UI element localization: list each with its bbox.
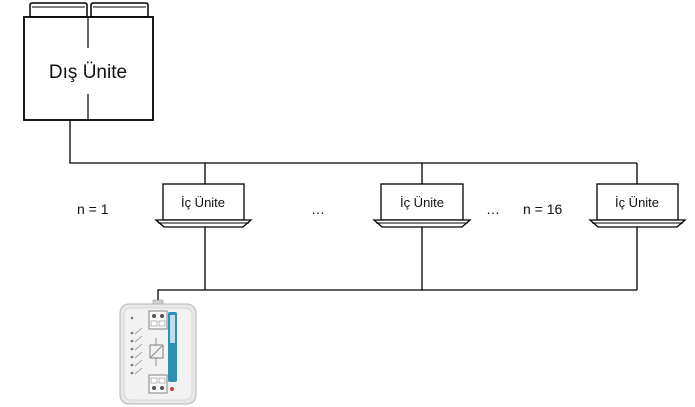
indoor-unit-1: İç Ünite: [154, 183, 253, 228]
indoor-unit-2: İç Ünite: [372, 183, 472, 228]
indoor-unit-label: İç Ünite: [181, 195, 225, 210]
ellipsis-1: …: [311, 201, 325, 217]
outdoor-unit: Dış Ünite: [23, 2, 154, 121]
gateway-controller-icon: [119, 299, 197, 405]
indoor-unit-label: İç Ünite: [400, 195, 444, 210]
count-first-label: n = 1: [77, 201, 109, 217]
connection-lines: [69, 120, 638, 303]
indoor-unit-label: İç Ünite: [615, 195, 659, 210]
outdoor-fan-left: [29, 2, 88, 18]
count-last-label: n = 16: [523, 201, 563, 217]
indoor-unit-3: İç Ünite: [588, 183, 687, 228]
outdoor-fan-right: [90, 2, 149, 18]
ellipsis-2: …: [486, 201, 500, 217]
outdoor-unit-label: Dış Ünite: [49, 62, 127, 83]
